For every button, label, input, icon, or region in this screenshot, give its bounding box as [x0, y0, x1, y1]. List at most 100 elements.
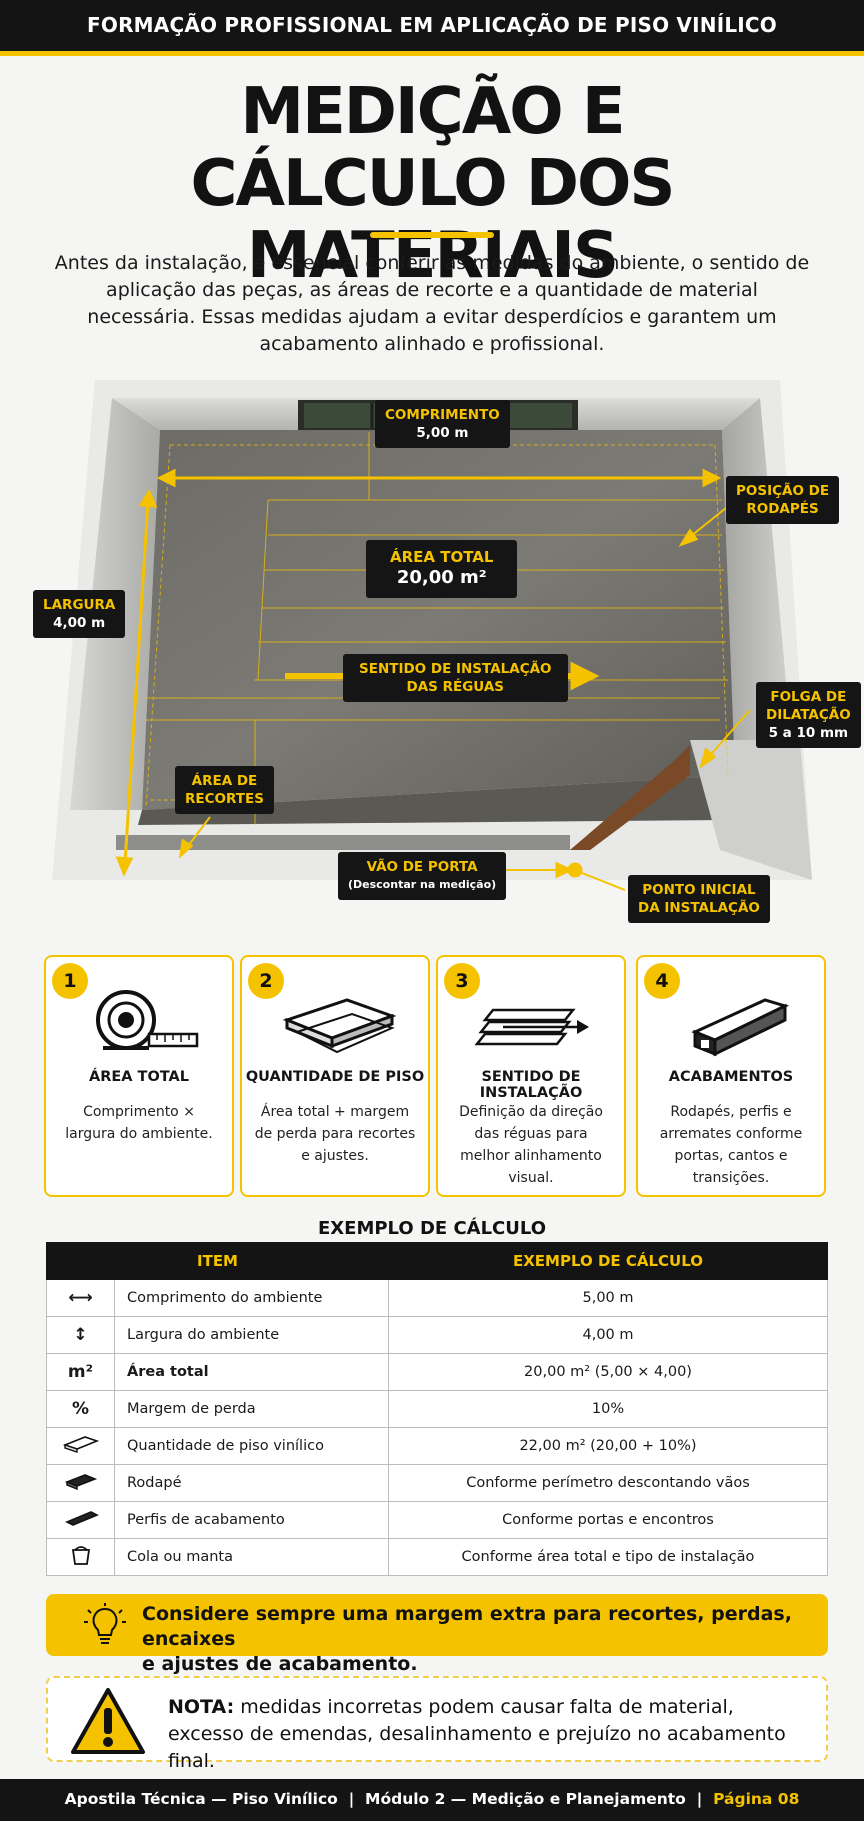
table-row: Cola ou manta Conforme área total e tipo…	[46, 1538, 828, 1576]
card-title: QUANTIDADE DE PISO	[245, 1069, 425, 1085]
label-vao-porta: VÃO DE PORTA (Descontar na medição)	[338, 852, 507, 900]
banner-title: FORMAÇÃO PROFISSIONAL EM APLICAÇÃO DE PI…	[87, 13, 777, 37]
row-value: 10%	[388, 1390, 828, 1428]
label-ponto-line2: DA INSTALAÇÃO	[638, 900, 760, 916]
horizontal-arrow-icon: ⟷	[46, 1279, 115, 1317]
room-drawing	[52, 380, 812, 891]
label-rodapes-line1: POSIÇÃO DE	[736, 483, 830, 499]
header-item: ITEM	[46, 1242, 389, 1280]
label-comprimento-title: COMPRIMENTO	[385, 407, 500, 423]
page-number: Página 08	[713, 1790, 800, 1808]
row-value: Conforme área total e tipo de instalação	[388, 1538, 828, 1576]
card-acabamentos: 4 ACABAMENTOS Rodapés, perfis e arremate…	[636, 955, 826, 1197]
label-area-value: 20,00 m²	[396, 567, 487, 588]
warning-icon	[71, 1688, 145, 1754]
label-sentido-line1: SENTIDO DE INSTALAÇÃO	[359, 661, 552, 677]
label-largura-value: 4,00 m	[53, 615, 106, 631]
card-desc: Comprimento × largura do ambiente.	[65, 1104, 213, 1142]
row-value: 20,00 m² (5,00 × 4,00)	[388, 1353, 828, 1391]
table-row: ⟷ Comprimento do ambiente 5,00 m	[46, 1279, 828, 1317]
row-item: Margem de perda	[114, 1390, 389, 1428]
label-recortes-line2: RECORTES	[185, 791, 264, 807]
table-row: Rodapé Conforme perímetro descontando vã…	[46, 1464, 828, 1502]
card-desc: Definição da direção das réguas para mel…	[459, 1104, 603, 1186]
card-title: ACABAMENTOS	[668, 1069, 794, 1085]
tip-box: Considere sempre uma margem extra para r…	[46, 1594, 828, 1675]
vertical-arrow-icon: ↕	[46, 1316, 115, 1354]
row-item: Comprimento do ambiente	[114, 1279, 389, 1317]
title-underline	[370, 232, 494, 238]
top-banner: FORMAÇÃO PROFISSIONAL EM APLICAÇÃO DE PI…	[0, 0, 864, 56]
header-exemplo: EXEMPLO DE CÁLCULO	[388, 1242, 828, 1280]
note-line-1: medidas incorretas podem causar falta de…	[234, 1696, 734, 1718]
direction-planks-icon	[474, 1008, 589, 1046]
title-line-1: MEDIÇÃO E	[240, 75, 625, 149]
card-title: ÁREA TOTAL	[88, 1069, 189, 1085]
card-number: 1	[52, 963, 88, 999]
table-row: % Margem de perda 10%	[46, 1390, 828, 1428]
table-row: Quantidade de piso vinílico 22,00 m² (20…	[46, 1427, 828, 1465]
profile-trim-icon	[691, 998, 790, 1057]
tip-line-1: Considere sempre uma margem extra para r…	[142, 1603, 792, 1650]
table-header-row: ITEM EXEMPLO DE CÁLCULO	[46, 1242, 828, 1280]
label-folga-line2: DILATAÇÃO	[766, 707, 851, 723]
card-sentido-instalacao: 3 SENTIDO DE INSTALAÇÃO Definição da dir…	[436, 955, 626, 1197]
tip-line-2: e ajustes de acabamento.	[142, 1653, 418, 1675]
row-item: Quantidade de piso vinílico	[114, 1427, 389, 1465]
table-row: ↕ Largura do ambiente 4,00 m	[46, 1316, 828, 1354]
lightbulb-icon	[84, 1603, 126, 1644]
card-desc: Rodapés, perfis e arremates conforme por…	[659, 1104, 803, 1186]
title-line-2: CÁLCULO DOS MATERIAIS	[190, 147, 675, 293]
label-largura-title: LARGURA	[43, 597, 116, 613]
row-value: Conforme perímetro descontando vãos	[388, 1464, 828, 1502]
card-number: 4	[644, 963, 680, 999]
tip-text: Considere sempre uma margem extra para r…	[142, 1602, 808, 1677]
row-item: Rodapé	[114, 1464, 389, 1502]
square-meter-icon: m²	[46, 1353, 115, 1391]
card-number: 3	[444, 963, 480, 999]
tape-measure-icon	[96, 990, 199, 1050]
row-item: Área total	[114, 1353, 389, 1391]
footer-bar: Apostila Técnica — Piso Vinílico | Módul…	[0, 1779, 864, 1821]
label-vao-title: VÃO DE PORTA	[366, 859, 478, 875]
label-folga: FOLGA DE DILATAÇÃO 5 a 10 mm	[756, 682, 861, 748]
profile-bar-icon	[46, 1501, 115, 1539]
label-ponto-line1: PONTO INICIAL	[642, 882, 756, 898]
card-title: SENTIDO DE INSTALAÇÃO	[479, 1069, 583, 1101]
card-number: 2	[248, 963, 284, 999]
label-recortes: ÁREA DE RECORTES	[175, 766, 274, 814]
room-illustration: COMPRIMENTO 5,00 m ÁREA TOTAL 20,00 m² S…	[0, 380, 864, 945]
row-item: Largura do ambiente	[114, 1316, 389, 1354]
label-rodapes: POSIÇÃO DE RODAPÉS	[726, 476, 840, 524]
row-value: Conforme portas e encontros	[388, 1501, 828, 1539]
glue-bucket-icon	[46, 1538, 115, 1576]
baseboard-icon	[46, 1464, 115, 1502]
label-folga-value: 5 a 10 mm	[768, 725, 849, 741]
card-desc: Área total + margem de perda para recort…	[254, 1104, 416, 1164]
label-largura: LARGURA 4,00 m	[33, 590, 126, 638]
table-row: Perfis de acabamento Conforme portas e e…	[46, 1501, 828, 1539]
card-quantidade-piso: 2 QUANTIDADE DE PISO Área total + margem…	[240, 955, 430, 1197]
label-area-title: ÁREA TOTAL	[390, 548, 494, 566]
table-title: EXEMPLO DE CÁLCULO	[317, 1218, 547, 1239]
page-title: MEDIÇÃO E CÁLCULO DOS MATERIAIS	[0, 76, 864, 292]
card-area-total: 1 ÁREA TOTAL Comprimento × largura do am…	[44, 955, 234, 1197]
note-label: NOTA:	[168, 1696, 235, 1718]
label-rodapes-line2: RODAPÉS	[746, 501, 819, 517]
row-value: 5,00 m	[388, 1279, 828, 1317]
label-ponto-inicial: PONTO INICIAL DA INSTALAÇÃO	[628, 875, 770, 923]
label-vao-sub: (Descontar na medição)	[348, 878, 497, 891]
label-sentido-line2: DAS RÉGUAS	[406, 679, 505, 695]
label-folga-line1: FOLGA DE	[770, 689, 847, 705]
table-row: m² Área total 20,00 m² (5,00 × 4,00)	[46, 1353, 828, 1391]
floor-planks-icon	[282, 998, 397, 1054]
label-sentido: SENTIDO DE INSTALAÇÃO DAS RÉGUAS	[343, 654, 568, 702]
label-comprimento-value: 5,00 m	[416, 425, 469, 441]
percent-icon: %	[46, 1390, 115, 1428]
row-item: Perfis de acabamento	[114, 1501, 389, 1539]
plank-icon	[46, 1427, 115, 1465]
row-value: 22,00 m² (20,00 + 10%)	[388, 1427, 828, 1465]
label-comprimento: COMPRIMENTO 5,00 m	[375, 400, 510, 448]
note-box: NOTA: medidas incorretas podem causar fa…	[46, 1676, 828, 1772]
calculation-table: ITEM EXEMPLO DE CÁLCULO ⟷ Comprimento do…	[46, 1242, 828, 1576]
